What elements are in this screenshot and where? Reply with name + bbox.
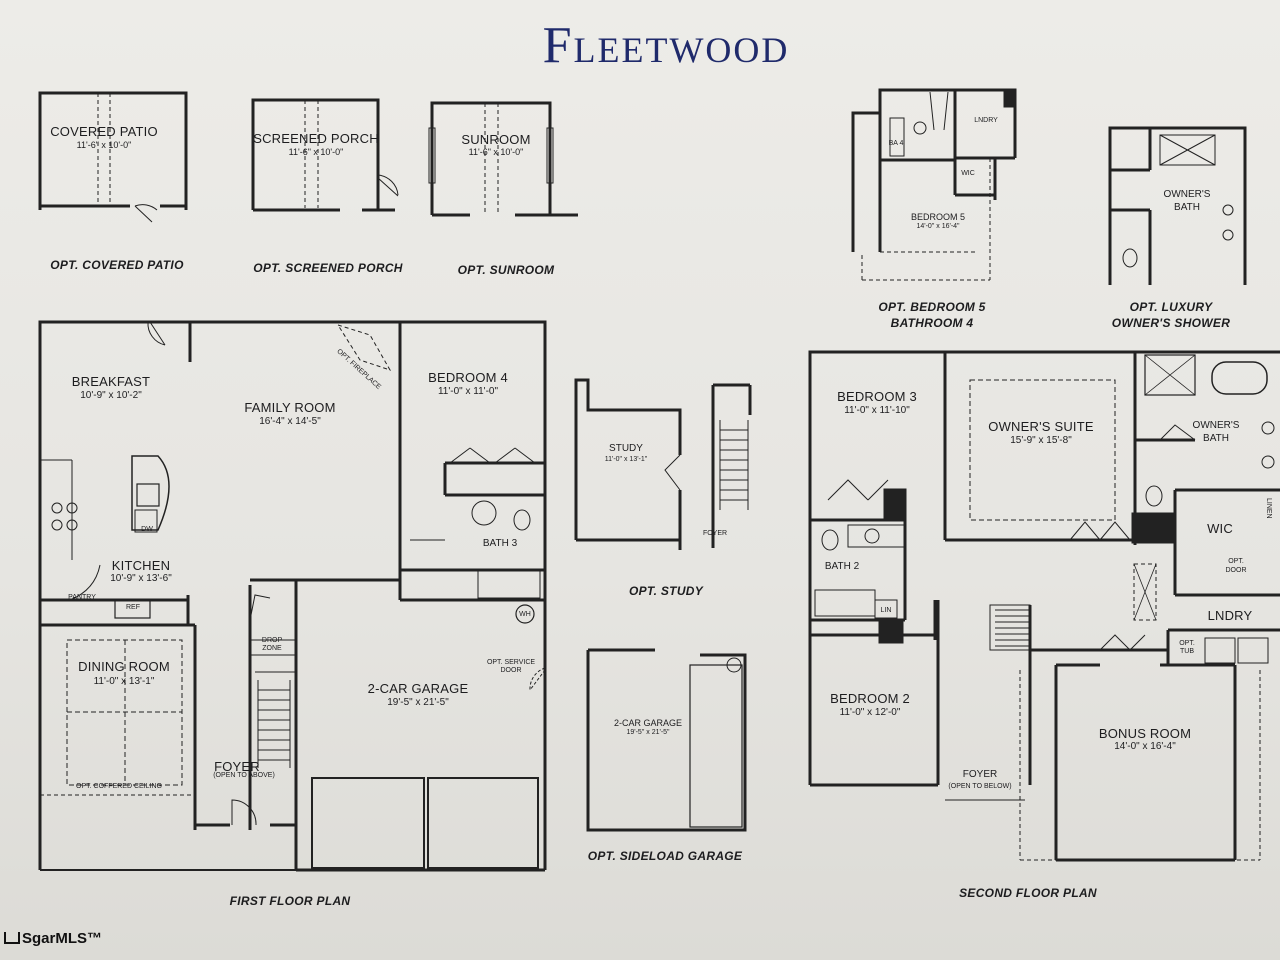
covered-patio-caption: OPT. COVERED PATIO — [50, 258, 184, 272]
breakfast-label: BREAKFAST — [71, 374, 151, 389]
pantry-label: PANTRY — [68, 594, 96, 601]
luxury-caption-2: OWNER'S SHOWER — [1111, 316, 1231, 330]
covered-patio-dim: 11'-6" x 10'-0" — [76, 140, 132, 150]
sideload-garage-dim: 19'-5" x 21'-5" — [626, 729, 670, 736]
dishwasher-label: DW — [141, 526, 153, 533]
covered-patio-plan — [38, 91, 188, 223]
screened-porch-dim: 11'-6" x 10'-0" — [288, 147, 344, 157]
upper-foyer-note: (OPEN TO BELOW) — [948, 783, 1012, 790]
bath2-label: BATH 2 — [824, 561, 860, 572]
foyer-note: (OPEN TO ABOVE) — [213, 772, 275, 779]
bedroom2-label: BEDROOM 2 — [830, 691, 910, 706]
linen-label: LINEN — [1265, 498, 1272, 519]
mls-watermark-logo: SgarMLS™ — [4, 930, 102, 947]
family-room-label: FAMILY ROOM — [244, 400, 336, 415]
dining-room-label: DINING ROOM — [78, 659, 170, 674]
family-room-dim: 16'-4" x 14'-5" — [259, 416, 321, 427]
covered-patio-label: COVERED PATIO — [50, 124, 158, 139]
ref-label: REF — [126, 604, 140, 611]
garage-dim: 19'-5" x 21'-5" — [387, 697, 449, 708]
sideload-caption: OPT. SIDELOAD GARAGE — [587, 849, 743, 863]
study-plan — [574, 378, 752, 550]
bedroom5-ba-label: BA 4 — [888, 140, 904, 147]
first-floor-plan — [38, 320, 547, 872]
sunroom-label: SUNROOM — [461, 132, 531, 147]
bedroom5-caption-1: OPT. BEDROOM 5 — [878, 300, 986, 314]
dining-room-dim: 11'-0" x 13'-1" — [93, 676, 155, 687]
owners-suite-dim: 15'-9" x 15'-8" — [1010, 435, 1072, 446]
opt-door-label-1: OPT. — [1228, 558, 1244, 565]
wic-label: WIC — [1207, 521, 1233, 536]
screened-porch-label: SCREENED PORCH — [253, 131, 379, 146]
sideload-garage-label: 2-CAR GARAGE — [613, 718, 683, 728]
water-heater-label: WH — [519, 611, 531, 618]
kitchen-label: KITCHEN — [111, 558, 171, 573]
second-floor-caption: SECOND FLOOR PLAN — [959, 886, 1097, 900]
foyer-label: FOYER — [214, 759, 260, 774]
drop-zone-label-2: ZONE — [262, 645, 282, 652]
screened-porch-caption: OPT. SCREENED PORCH — [253, 261, 403, 275]
lin-label: LIN — [880, 607, 892, 614]
owners-suite-label: OWNER'S SUITE — [988, 419, 1094, 434]
sideload-garage-plan — [586, 648, 747, 832]
sunroom-dim: 11'-6" x 10'-0" — [468, 147, 524, 157]
bath3-label: BATH 3 — [482, 538, 518, 549]
bedroom5-lndry-label: LNDRY — [974, 117, 998, 124]
bedroom4-label: BEDROOM 4 — [428, 370, 508, 385]
lndry-label: LNDRY — [1207, 608, 1253, 623]
study-dim: 11'-0" x 13'-1" — [604, 456, 648, 463]
bonus-room-dim: 14'-0" x 16'-4" — [1114, 741, 1176, 752]
opt-tub-label-1: OPT. — [1179, 640, 1195, 647]
bedroom3-label: BEDROOM 3 — [837, 389, 917, 404]
coffered-ceiling-label: OPT. COFFERED CEILING — [76, 783, 162, 790]
study-foyer-label: FOYER — [702, 530, 728, 537]
owners-bath-label-1: OWNER'S — [1192, 420, 1240, 431]
sunroom-plan — [428, 101, 578, 217]
bedroom2-dim: 11'-0" x 12'-0" — [839, 707, 901, 718]
owners-bath-label-2: BATH — [1203, 433, 1229, 444]
study-caption: OPT. STUDY — [628, 584, 704, 598]
service-door-label-1: OPT. SERVICE — [486, 659, 536, 666]
service-door-label-2: DOOR — [500, 667, 522, 674]
opt-door-label-2: DOOR — [1225, 567, 1247, 574]
sunroom-caption: OPT. SUNROOM — [457, 263, 555, 277]
luxury-caption-1: OPT. LUXURY — [1129, 300, 1213, 314]
breakfast-dim: 10'-9" x 10'-2" — [80, 390, 142, 401]
watermark-text: SgarMLS™ — [22, 930, 103, 947]
kitchen-dim: 10'-9" x 13'-6" — [110, 573, 172, 584]
lux-owners-label-2: BATH — [1174, 202, 1200, 213]
plan-title: Fleetwood — [542, 17, 790, 74]
bedroom5-caption-2: BATHROOM 4 — [890, 316, 974, 330]
garage-label: 2-CAR GARAGE — [367, 681, 469, 696]
first-floor-caption: FIRST FLOOR PLAN — [229, 894, 351, 908]
bedroom5-plan — [851, 88, 1017, 281]
second-floor-plan — [808, 350, 1280, 862]
drop-zone-label-1: DROP — [261, 637, 283, 644]
bonus-room-label: BONUS ROOM — [1098, 726, 1192, 741]
study-label: STUDY — [609, 443, 643, 454]
lux-owners-label-1: OWNER'S — [1163, 189, 1211, 200]
house-icon — [4, 932, 20, 944]
opt-tub-label-2: TUB — [1180, 648, 1194, 655]
bedroom4-dim: 11'-0" x 11'-0" — [437, 386, 499, 397]
screened-porch-plan — [251, 98, 399, 212]
bedroom5-wic-label: WIC — [961, 170, 975, 177]
bedroom5-dim: 14'-0" x 16'-4" — [916, 223, 960, 230]
bedroom3-dim: 11'-0" x 11'-10" — [844, 405, 910, 416]
upper-foyer-label: FOYER — [962, 769, 998, 780]
bedroom5-label: BEDROOM 5 — [910, 212, 966, 222]
luxury-shower-plan — [1108, 126, 1247, 285]
